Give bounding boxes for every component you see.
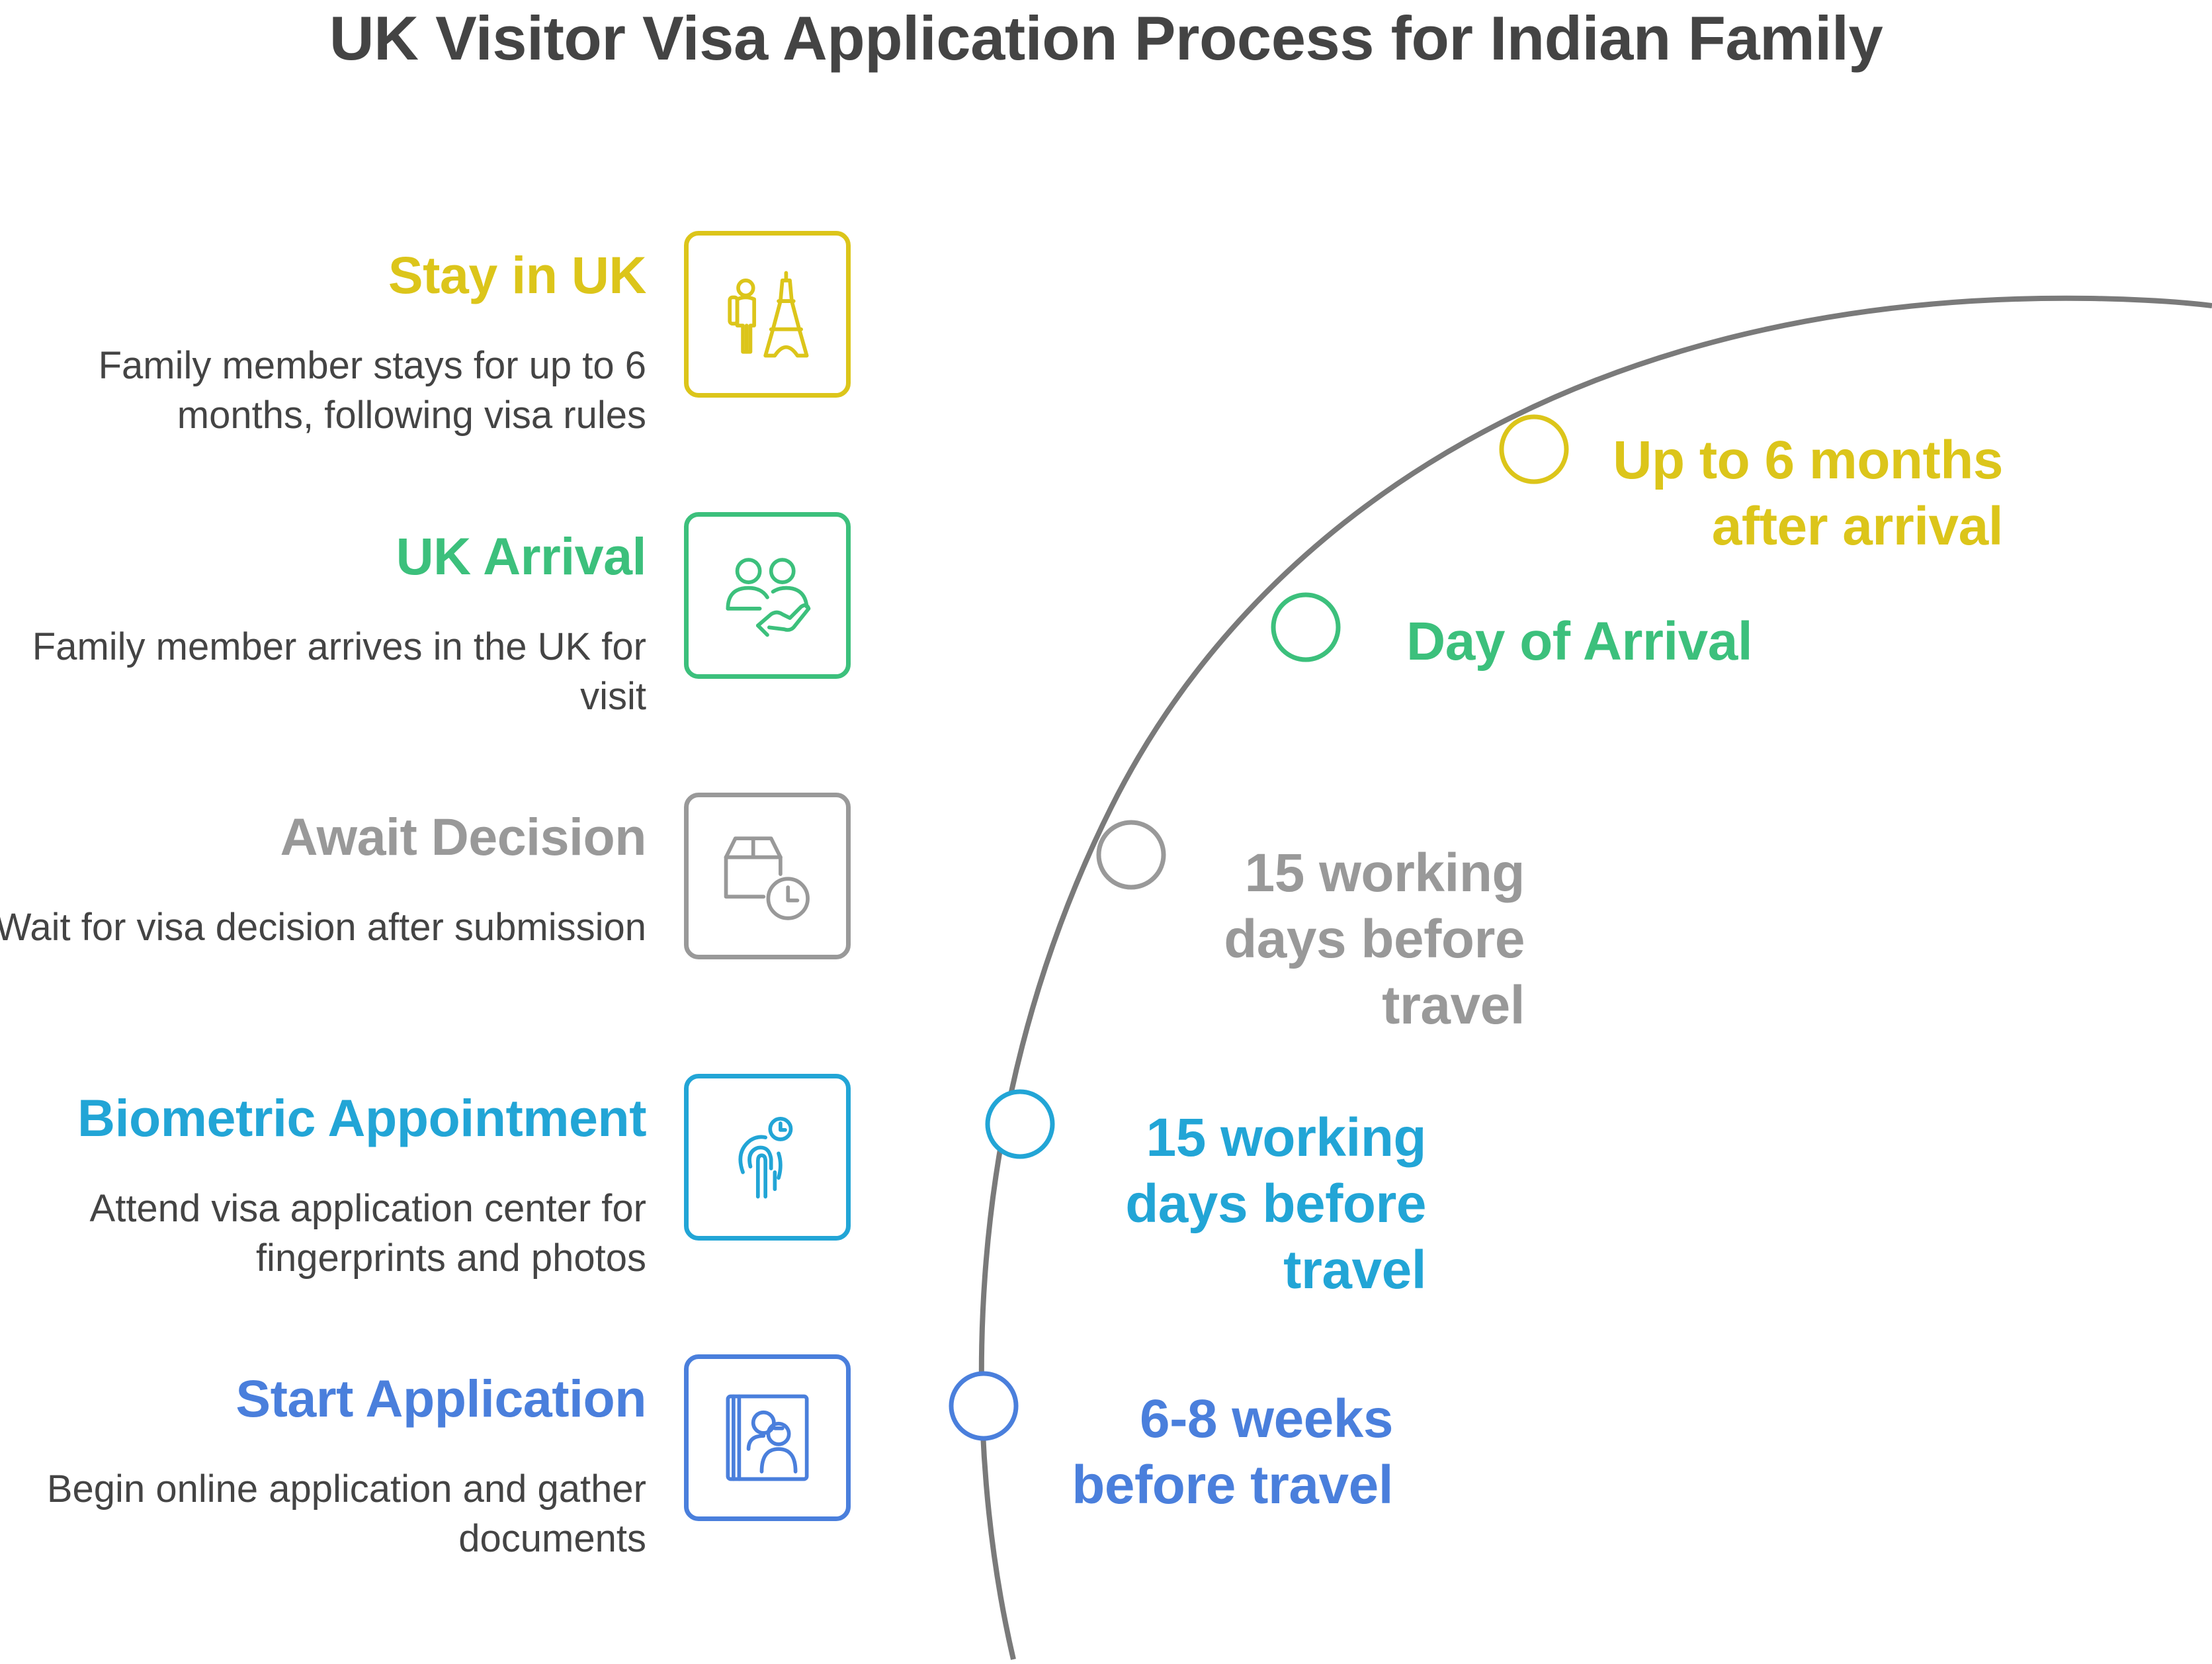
step-desc-start: Begin online application and gather docu… (46, 1467, 646, 1560)
step-icon-box-await (684, 793, 851, 959)
step-icon-box-biometric (684, 1074, 851, 1241)
step-title-stay: Stay in UK (388, 245, 647, 304)
timing-label-stay: Up to 6 months after arrival (1613, 430, 2003, 556)
step-desc-stay: Family member stays for up to 6 months, … (98, 344, 646, 437)
milestone-circle-start (949, 1371, 1019, 1441)
step-title-start: Start Application (235, 1369, 646, 1428)
step-icon-box-arrival (684, 512, 851, 679)
step-desc-biometric: Attend visa application center for finge… (89, 1187, 646, 1280)
milestone-circle-stay (1499, 414, 1569, 484)
box-clock-icon (724, 836, 810, 920)
step-desc-arrival: Family member arrives in the UK for visi… (32, 625, 646, 718)
people-handshake-icon (726, 558, 811, 637)
page-title: UK Visitor Visa Application Process for … (329, 3, 1883, 73)
step-title-await: Await Decision (280, 807, 647, 866)
timing-label-arrival: Day of Arrival (1406, 611, 1753, 672)
milestone-circle-arrival (1271, 592, 1341, 662)
timing-label-start: 6-8 weeks before travel (1072, 1389, 1393, 1515)
milestone-circle-await (1096, 820, 1166, 890)
fingerprint-clock-icon (738, 1116, 793, 1199)
milestone-circle-biometric (985, 1089, 1055, 1159)
step-icon-box-stay (684, 231, 851, 398)
step-icon-box-start (684, 1354, 851, 1521)
step-title-arrival: UK Arrival (396, 527, 647, 586)
traveler-eiffel-tower-icon (728, 271, 809, 358)
step-title-biometric: Biometric Appointment (77, 1088, 646, 1147)
passport-book-icon (726, 1394, 809, 1481)
timing-label-biometric: 15 working days before travel (1125, 1108, 1426, 1300)
timeline-curve (978, 295, 2212, 1660)
timing-label-await: 15 working days before travel (1224, 843, 1525, 1035)
step-desc-await: Wait for visa decision after submission (0, 906, 646, 949)
